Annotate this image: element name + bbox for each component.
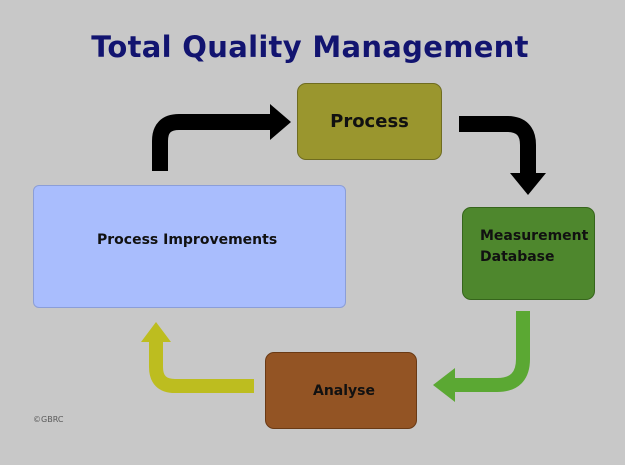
arrow-measurement-to-analyse: [433, 311, 530, 402]
measurement-database-box: Measurement Database: [462, 207, 595, 300]
diagram-title: Total Quality Management: [91, 30, 529, 64]
process-improvements-label: Process Improvements: [97, 231, 278, 248]
process-improvements-box: Process Improvements: [33, 185, 346, 308]
database-label: Database: [480, 248, 555, 265]
arrow-process-to-measurement: [459, 116, 546, 195]
process-label: Process: [330, 111, 409, 132]
arrow-improvements-to-process: [152, 104, 291, 171]
process-box: Process: [297, 83, 442, 160]
measurement-label: Measurement: [480, 227, 589, 244]
copyright-notice: ©GBRC: [33, 415, 64, 424]
arrow-analyse-to-improvements: [141, 322, 254, 393]
analyse-label: Analyse: [312, 382, 375, 399]
analyse-box: Analyse: [265, 352, 417, 429]
